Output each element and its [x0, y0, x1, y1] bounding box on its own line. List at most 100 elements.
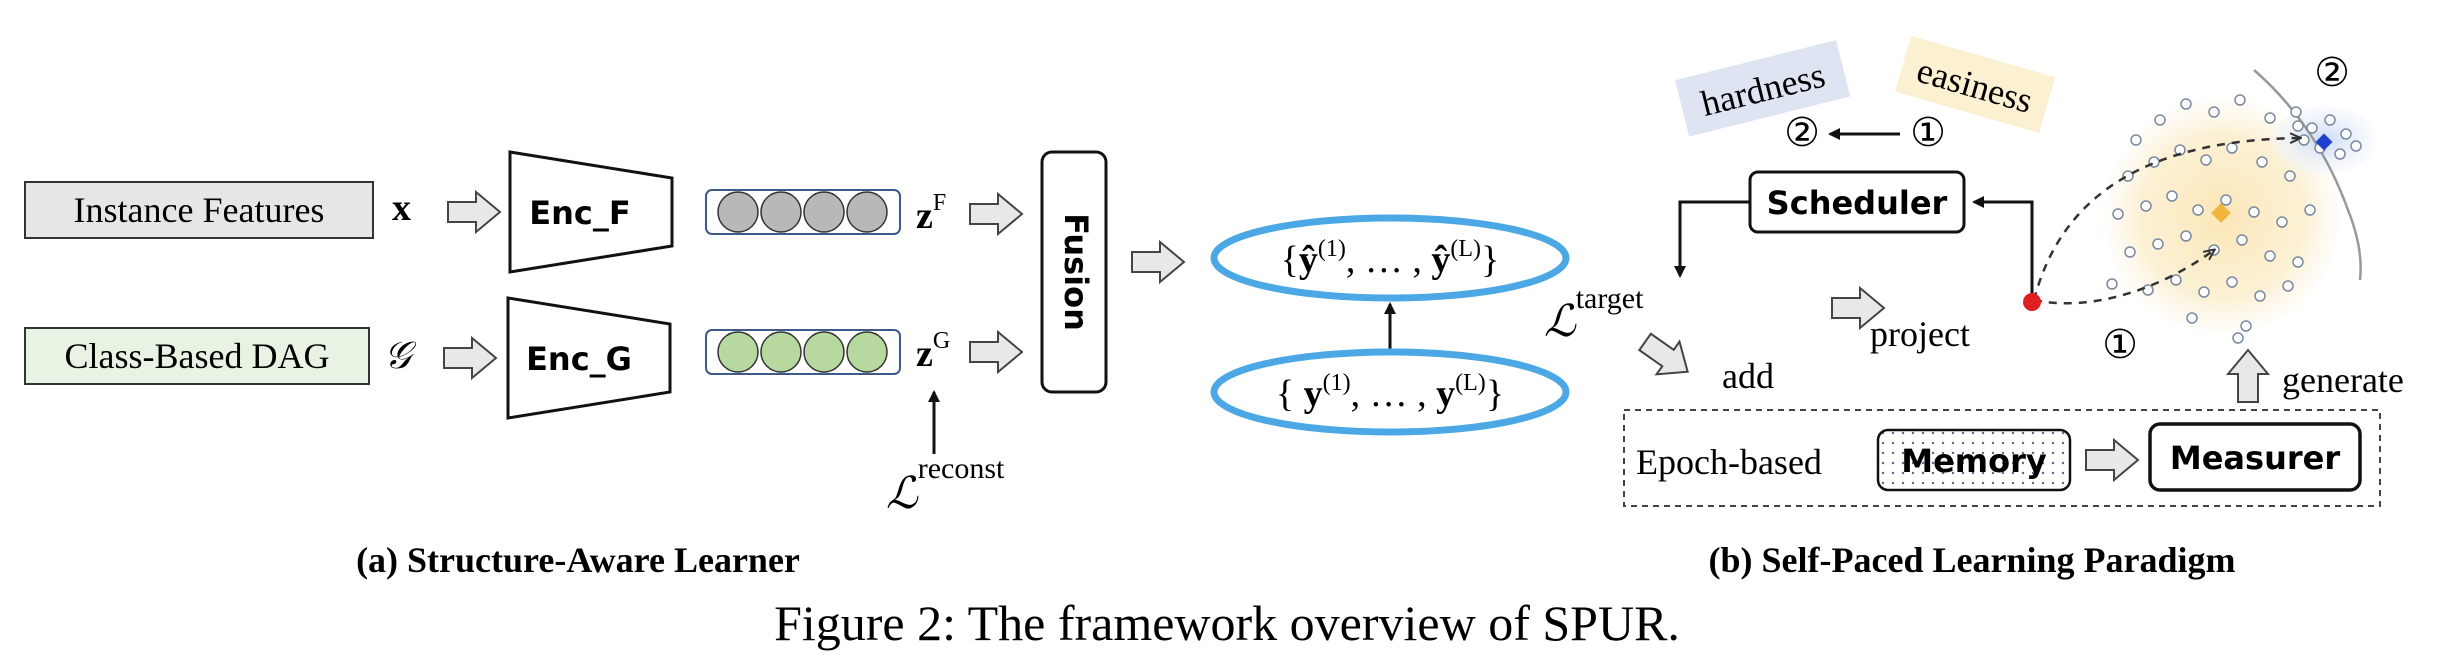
arrow-point-to-scheduler [1972, 196, 2034, 300]
hollow-arrow-generate [2225, 348, 2271, 403]
sample-point [2240, 320, 2252, 332]
generate-label: generate [2282, 360, 2404, 400]
encoder-g-label: Enc_G [526, 340, 632, 378]
measurer-module: Measurer [2148, 422, 2362, 492]
sample-point [2334, 148, 2346, 160]
loss-reconst: ℒreconst [886, 452, 1005, 518]
hollow-arrow-zg-to-fusion [969, 329, 1024, 375]
hollow-arrow-g-to-encg [443, 335, 498, 381]
latent-g-node [717, 331, 759, 373]
g-symbol: 𝒢 [384, 335, 417, 377]
x-symbol: x [392, 187, 411, 229]
instance-features-label: Instance Features [74, 190, 325, 230]
scheduler-label: Scheduler [1767, 184, 1948, 222]
sample-point [2170, 274, 2182, 286]
encoder-f: Enc_F [508, 150, 674, 274]
zf-symbol: zF [916, 190, 946, 237]
arrow-scheduler-to-target-loss [1674, 200, 1750, 278]
instance-features-box: Instance Features [24, 181, 374, 239]
scheduler-module: Scheduler [1748, 170, 1966, 234]
latent-g-node [846, 331, 888, 373]
memory-module: Memory [1876, 428, 2072, 492]
encoder-f-label: Enc_F [529, 194, 630, 232]
easy-center-point [2211, 203, 2231, 223]
sample-point [2180, 230, 2192, 242]
sample-point [2122, 170, 2134, 182]
sample-point [2350, 140, 2362, 152]
step-one-marker: ① [1910, 110, 1946, 155]
loss-target: ℒtarget [1544, 282, 1644, 346]
sample-point [2232, 332, 2244, 344]
latent-f-node [760, 191, 802, 233]
step-two-marker: ② [1784, 110, 1820, 155]
sample-point [2276, 216, 2288, 228]
class-dag-box: Class-Based DAG [24, 327, 370, 385]
latent-g-node [760, 331, 802, 373]
decision-boundary [2253, 69, 2362, 281]
hollow-arrow-memory-to-measurer [2085, 437, 2140, 483]
predicted-set-text: {ŷ(1), … , ŷ(L)} [1281, 236, 1500, 281]
sample-point [2226, 142, 2238, 154]
latent-g-vector [705, 329, 901, 375]
zg-symbol: zG [916, 328, 950, 375]
sample-point [2192, 204, 2204, 216]
sample-point [2236, 234, 2248, 246]
sample-point [2282, 280, 2294, 292]
latent-f-node [717, 191, 759, 233]
sample-point [2130, 134, 2142, 146]
figure-caption: Figure 2: The framework overview of SPUR… [774, 595, 1680, 651]
add-label: add [1722, 356, 1774, 396]
latent-f-node [846, 191, 888, 233]
sample-point [2290, 106, 2302, 118]
epoch-based-label: Epoch-based [1636, 442, 1822, 482]
true-label-set: { y(1), … , y(L)} [1210, 348, 1570, 436]
sample-point [2304, 204, 2316, 216]
sample-point [2142, 284, 2154, 296]
sample-point [2292, 256, 2304, 268]
sample-point [2234, 94, 2246, 106]
encoder-g: Enc_G [506, 296, 672, 420]
sample-point [2256, 156, 2268, 168]
caption-structure-aware-learner: (a) Structure-Aware Learner [356, 540, 800, 580]
hollow-arrow-project [1831, 285, 1886, 331]
sample-point [2220, 194, 2232, 206]
hardness-tag: hardness [1675, 40, 1851, 137]
latent-f-vector [705, 189, 901, 235]
fusion-module: Fusion [1040, 150, 1108, 394]
easy-step-marker: ① [2102, 322, 2138, 367]
sample-point [2324, 114, 2336, 126]
sample-point [2340, 128, 2352, 140]
measurer-container [1623, 409, 2381, 507]
sample-point [2248, 206, 2260, 218]
sample-point [2106, 278, 2118, 290]
sample-point [2298, 134, 2310, 146]
sample-point [2208, 106, 2220, 118]
predicted-label-set: {ŷ(1), … , ŷ(L)} [1210, 214, 1570, 302]
hollow-arrow-add [1637, 332, 1689, 376]
sample-point [2226, 276, 2238, 288]
sample-point [2166, 190, 2178, 202]
sample-point [2264, 250, 2276, 262]
sample-point [2198, 286, 2210, 298]
latent-f-node [803, 191, 845, 233]
sample-point [2152, 238, 2164, 250]
sample-point [2284, 170, 2296, 182]
sample-point [2306, 122, 2318, 134]
sample-point [2154, 114, 2166, 126]
hollow-arrow-fusion-to-preds [1131, 239, 1186, 285]
sample-point [2140, 200, 2152, 212]
hollow-arrow-zf-to-fusion [969, 191, 1024, 237]
true-set-text: { y(1), … , y(L)} [1276, 370, 1504, 415]
current-sample-point [2023, 293, 2041, 311]
hard-step-marker: ② [2314, 50, 2350, 95]
project-label: project [1870, 314, 1970, 354]
sample-point [2292, 120, 2304, 132]
trajectory-dashed [2032, 138, 2300, 305]
latent-g-node [803, 331, 845, 373]
caption-self-paced-paradigm: (b) Self-Paced Learning Paradigm [1709, 540, 2236, 580]
sample-point [2186, 312, 2198, 324]
sample-point [2200, 154, 2212, 166]
fusion-label: Fusion [1057, 213, 1095, 331]
memory-label: Memory [1901, 442, 2047, 480]
